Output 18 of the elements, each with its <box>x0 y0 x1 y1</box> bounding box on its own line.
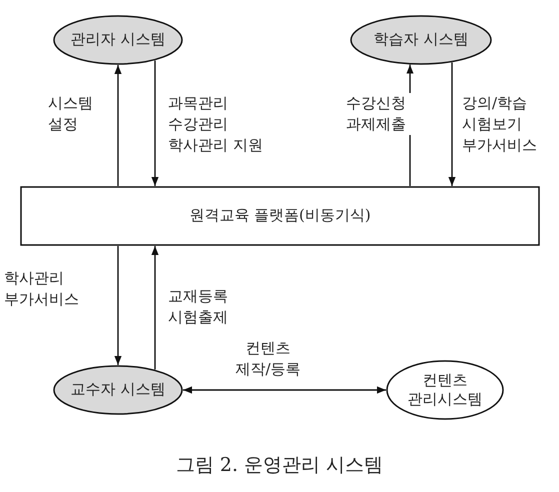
node-label: 원격교육 플랫폼(비동기식) <box>189 206 371 226</box>
edge-label: 수강신청 과제제출 <box>346 93 412 135</box>
platform-box <box>20 186 540 246</box>
system-ellipse <box>386 360 504 420</box>
arrow <box>114 246 122 365</box>
system-ellipse <box>53 15 183 65</box>
arrow <box>183 386 386 394</box>
arrow <box>114 65 122 186</box>
arrow <box>448 62 456 186</box>
node-label: 교수자 시스템 <box>70 380 166 400</box>
arrow <box>151 60 159 186</box>
node-label: 관리자 시스템 <box>70 30 166 50</box>
arrow <box>151 246 159 370</box>
node-label: 컨텐츠 관리시스템 <box>406 370 484 410</box>
node-label: 학습자 시스템 <box>374 30 468 50</box>
figure-caption: 그림 2. 운영관리 시스템 <box>174 453 384 478</box>
system-ellipse <box>53 365 183 415</box>
system-ellipse <box>350 15 492 65</box>
